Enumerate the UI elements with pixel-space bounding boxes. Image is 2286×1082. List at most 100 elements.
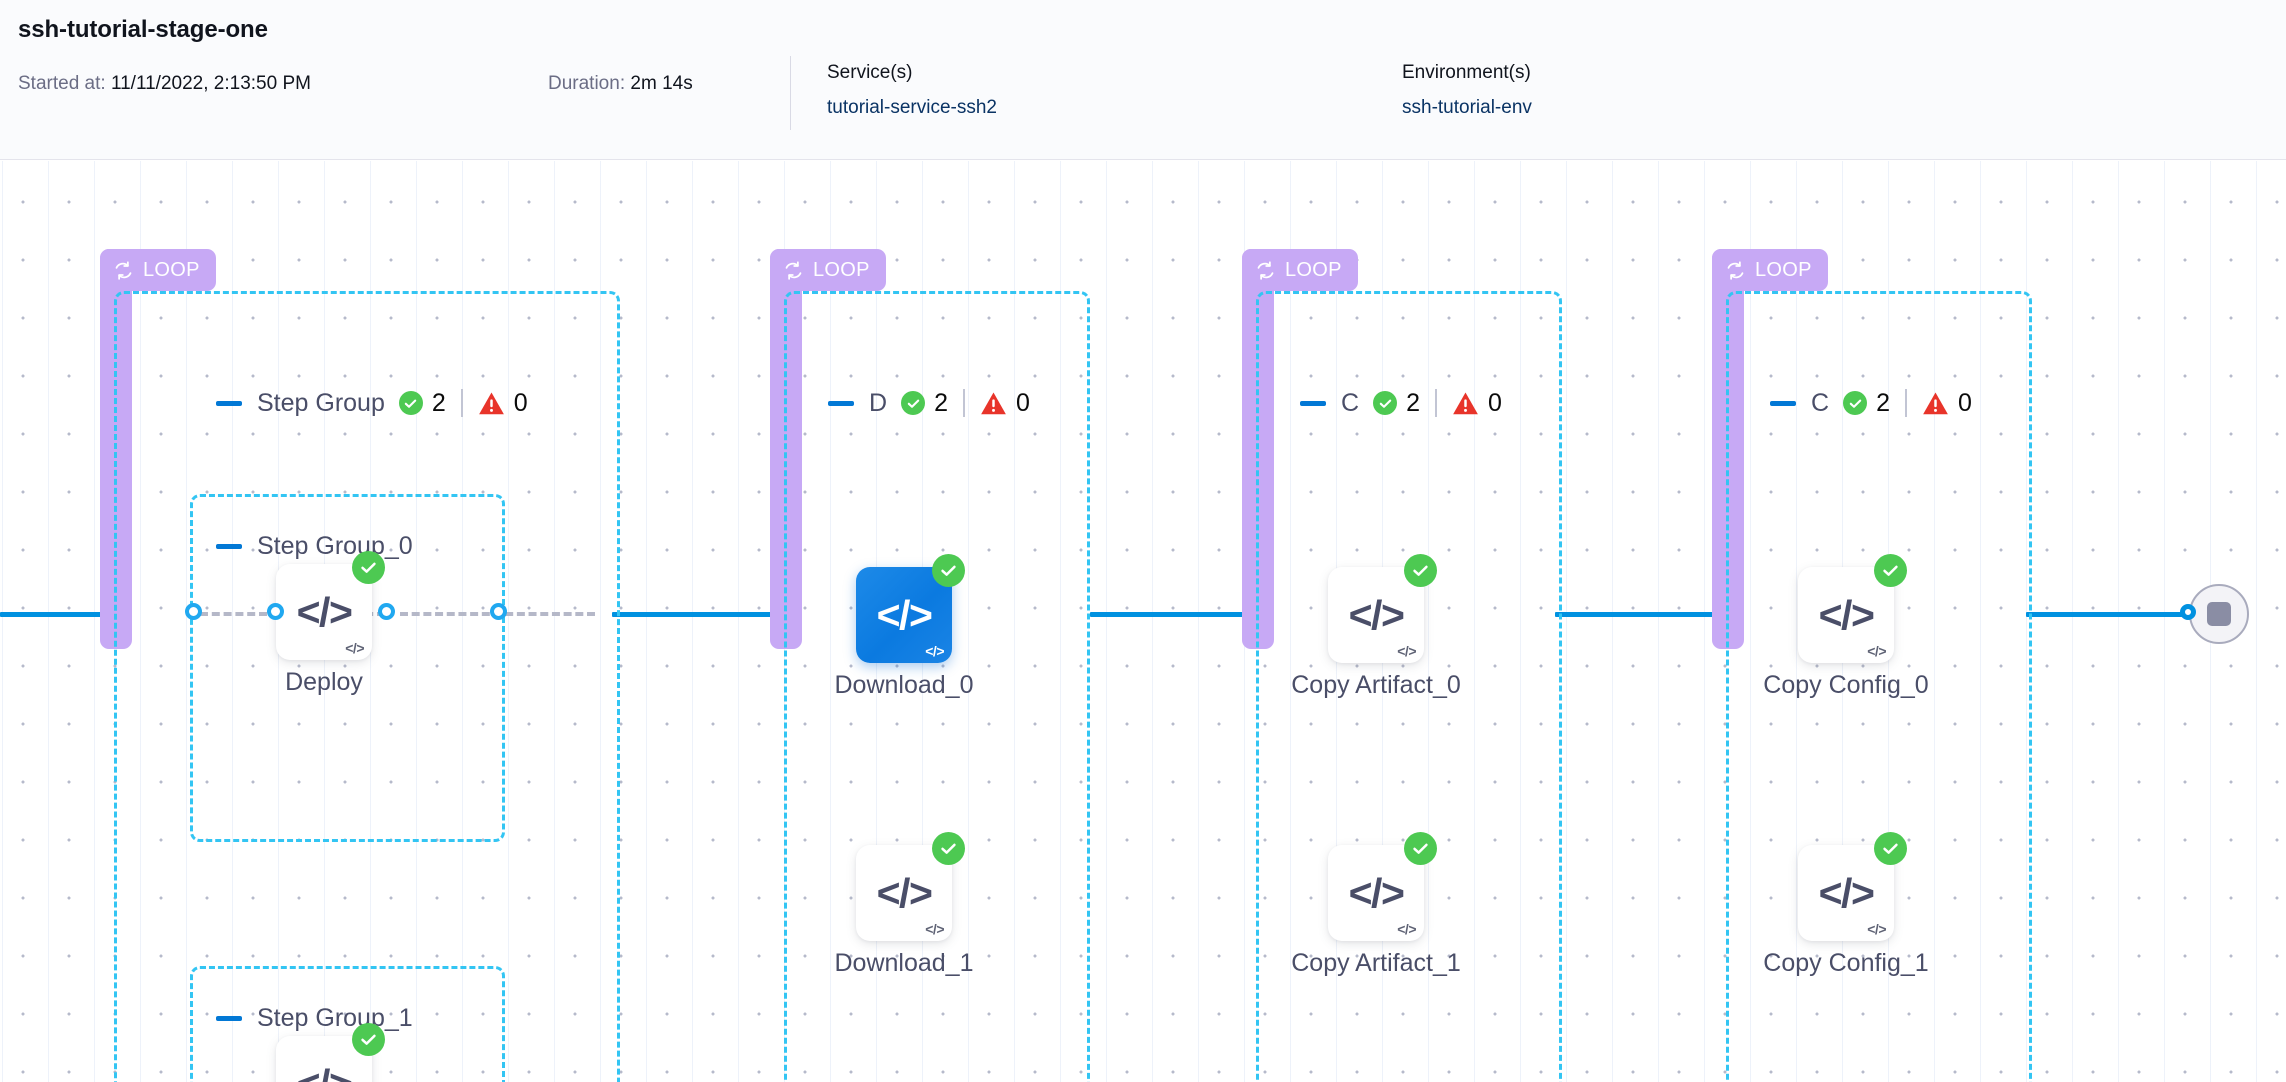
collapse-toggle-copy-artifact[interactable] bbox=[1300, 400, 1326, 406]
status-badge-success bbox=[932, 832, 965, 865]
group-header-copy-config: C 2 0 bbox=[1770, 389, 1972, 417]
error-stat: 0 bbox=[478, 390, 528, 416]
duration-label: Duration: bbox=[548, 73, 626, 94]
error-count: 0 bbox=[1957, 388, 1972, 417]
loop-badge[interactable]: LOOP bbox=[770, 249, 886, 291]
status-badge-success bbox=[352, 551, 385, 584]
group-header-step-group: Step Group 2 0 bbox=[216, 389, 528, 417]
collapse-toggle-copy-config[interactable] bbox=[1770, 400, 1796, 406]
check-circle-icon bbox=[398, 391, 423, 415]
loop-group-copy-config[interactable]: LOOP C 2 0 </ bbox=[1712, 249, 2032, 1082]
loop-icon bbox=[785, 260, 802, 280]
subgroup-boundary-step-group-1 bbox=[190, 966, 505, 1082]
step-node-label: Deploy bbox=[285, 668, 363, 696]
warning-triangle-icon bbox=[1453, 391, 1478, 414]
step-node-card[interactable]: </> </> bbox=[1328, 845, 1424, 941]
step-node-card[interactable]: </> </> bbox=[1328, 567, 1424, 663]
step-node-step-group-1-child[interactable]: </> </> bbox=[276, 1023, 385, 1082]
started-at-label: Started at: bbox=[18, 73, 106, 94]
code-icon: </> bbox=[1348, 591, 1405, 638]
step-node-copy-config-0[interactable]: </> </> Copy Config_0 bbox=[1763, 554, 1929, 698]
end-node[interactable] bbox=[2189, 584, 2249, 644]
error-count: 0 bbox=[1487, 388, 1502, 417]
code-badge-icon: </> bbox=[925, 921, 944, 937]
stat-separator bbox=[460, 389, 463, 417]
group-header-download: D 2 0 bbox=[828, 389, 1030, 417]
subgroup-handle-outer-right[interactable] bbox=[490, 603, 507, 620]
collapse-toggle-download[interactable] bbox=[828, 400, 854, 406]
step-node-card[interactable]: </> </> bbox=[276, 564, 372, 660]
step-node-card[interactable]: </> </> bbox=[856, 567, 952, 663]
execution-header: ssh-tutorial-stage-one Started at: 11/11… bbox=[0, 0, 2286, 160]
code-icon: </> bbox=[876, 591, 933, 638]
node-handle-right[interactable] bbox=[378, 603, 395, 620]
step-node-download-1[interactable]: </> </> Download_1 bbox=[835, 832, 974, 976]
environment-link[interactable]: ssh-tutorial-env bbox=[1402, 97, 1532, 118]
success-count: 2 bbox=[1406, 388, 1420, 417]
group-boundary bbox=[1256, 291, 1562, 1082]
step-node-card[interactable]: </> </> bbox=[1798, 567, 1894, 663]
code-badge-icon: </> bbox=[1397, 643, 1416, 659]
group-boundary bbox=[784, 291, 1090, 1082]
step-node-label: Copy Artifact_0 bbox=[1291, 671, 1461, 699]
stop-icon bbox=[2207, 602, 2231, 626]
status-badge-success bbox=[1874, 554, 1907, 587]
duration-block: Duration: 2m 14s bbox=[548, 60, 768, 97]
subgroup-header-step-group-0: Step Group_0 bbox=[216, 534, 413, 559]
end-node-handle[interactable] bbox=[2180, 604, 2196, 620]
code-icon: </> bbox=[1348, 869, 1405, 916]
group-title: D bbox=[869, 390, 888, 416]
loop-group-step-group[interactable]: LOOP Step Group 2 0 bbox=[100, 249, 620, 1082]
code-badge-icon: </> bbox=[1867, 921, 1886, 937]
loop-badge-label: LOOP bbox=[1285, 259, 1342, 281]
step-node-copy-artifact-1[interactable]: </> </> Copy Artifact_1 bbox=[1291, 832, 1461, 976]
code-icon: </> bbox=[1818, 591, 1875, 638]
collapse-toggle-step-group-0[interactable] bbox=[216, 544, 242, 549]
error-count: 0 bbox=[1015, 388, 1030, 417]
node-handle-left[interactable] bbox=[267, 603, 284, 620]
step-node-card[interactable]: </> </> bbox=[856, 845, 952, 941]
step-node-copy-artifact-0[interactable]: </> </> Copy Artifact_0 bbox=[1291, 554, 1461, 698]
loop-icon bbox=[115, 260, 132, 280]
step-node-download-0[interactable]: </> </> Download_0 bbox=[835, 554, 974, 698]
loop-group-download[interactable]: LOOP D 2 0 </ bbox=[770, 249, 1090, 1082]
success-count: 2 bbox=[1876, 388, 1890, 417]
rail-group2-to-3 bbox=[1090, 612, 1250, 617]
success-stat: 2 bbox=[398, 390, 446, 416]
step-node-copy-config-1[interactable]: </> </> Copy Config_1 bbox=[1763, 832, 1929, 976]
loop-badge-label: LOOP bbox=[143, 259, 200, 281]
step-node-label: Download_1 bbox=[834, 949, 974, 977]
services-block: Service(s) tutorial-service-ssh2 bbox=[827, 60, 1402, 121]
code-icon: </> bbox=[1818, 869, 1875, 916]
subgroup-handle-outer-left[interactable] bbox=[185, 603, 202, 620]
duration-text: Duration: 2m 14s bbox=[548, 71, 768, 97]
step-node-label: Copy Artifact_1 bbox=[1291, 949, 1461, 977]
status-badge-success bbox=[932, 554, 965, 587]
started-at-block: Started at: 11/11/2022, 2:13:50 PM bbox=[18, 60, 548, 97]
page-title: ssh-tutorial-stage-one bbox=[18, 16, 268, 43]
code-badge-icon: </> bbox=[1397, 921, 1416, 937]
group-boundary bbox=[1726, 291, 2032, 1082]
status-badge-success bbox=[1404, 832, 1437, 865]
code-badge-icon: </> bbox=[1867, 643, 1886, 659]
rail-group3-to-4 bbox=[1555, 612, 1715, 617]
status-badge-success bbox=[352, 1023, 385, 1056]
success-count: 2 bbox=[934, 388, 948, 417]
loop-badge[interactable]: LOOP bbox=[100, 249, 216, 291]
code-badge-icon: </> bbox=[345, 640, 364, 656]
code-icon: </> bbox=[297, 1063, 353, 1082]
rail-group4-to-end bbox=[2026, 612, 2192, 617]
collapse-toggle-step-group-1[interactable] bbox=[216, 1016, 242, 1021]
loop-badge[interactable]: LOOP bbox=[1712, 249, 1828, 291]
group-boundary bbox=[114, 291, 620, 1082]
group-title: Step Group bbox=[257, 388, 385, 417]
service-link[interactable]: tutorial-service-ssh2 bbox=[827, 97, 997, 118]
step-node-card[interactable]: </> </> bbox=[1798, 845, 1894, 941]
collapse-toggle-step-group[interactable] bbox=[216, 400, 242, 406]
loop-badge[interactable]: LOOP bbox=[1242, 249, 1358, 291]
step-node-label: Copy Config_0 bbox=[1763, 671, 1929, 699]
step-node-deploy[interactable]: </> </> Deploy bbox=[276, 551, 385, 695]
loop-group-copy-artifact[interactable]: LOOP C 2 0 </ bbox=[1242, 249, 1562, 1082]
pipeline-canvas[interactable]: LOOP Step Group 2 0 bbox=[0, 161, 2286, 1082]
stat-separator bbox=[1434, 389, 1437, 417]
